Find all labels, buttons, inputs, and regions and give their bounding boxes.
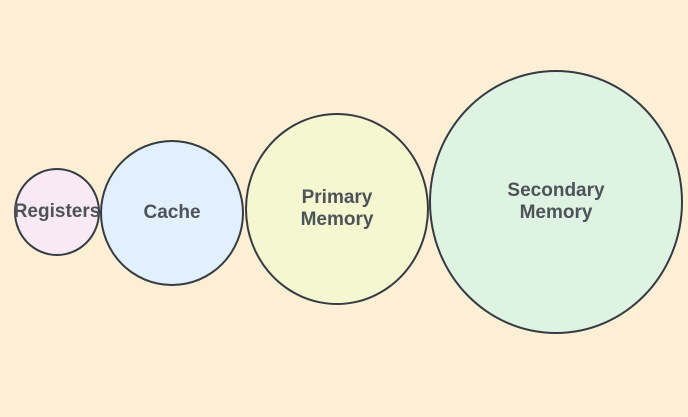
circle-primary-memory[interactable]: Primary Memory [245, 113, 429, 305]
circle-cache-label: Cache [143, 201, 201, 223]
circle-cache[interactable]: Cache [100, 140, 244, 286]
circle-registers-label: Registers [13, 200, 101, 222]
circle-registers[interactable]: Registers [14, 168, 100, 256]
circle-secondary-memory-label: Secondary [507, 179, 605, 201]
circle-primary-memory-label: Primary [301, 186, 373, 208]
circle-secondary-memory-label-line2: Memory [519, 202, 593, 223]
circle-primary-memory-label-line2: Memory [300, 209, 374, 230]
circle-secondary-memory[interactable]: Secondary Memory [429, 70, 683, 334]
